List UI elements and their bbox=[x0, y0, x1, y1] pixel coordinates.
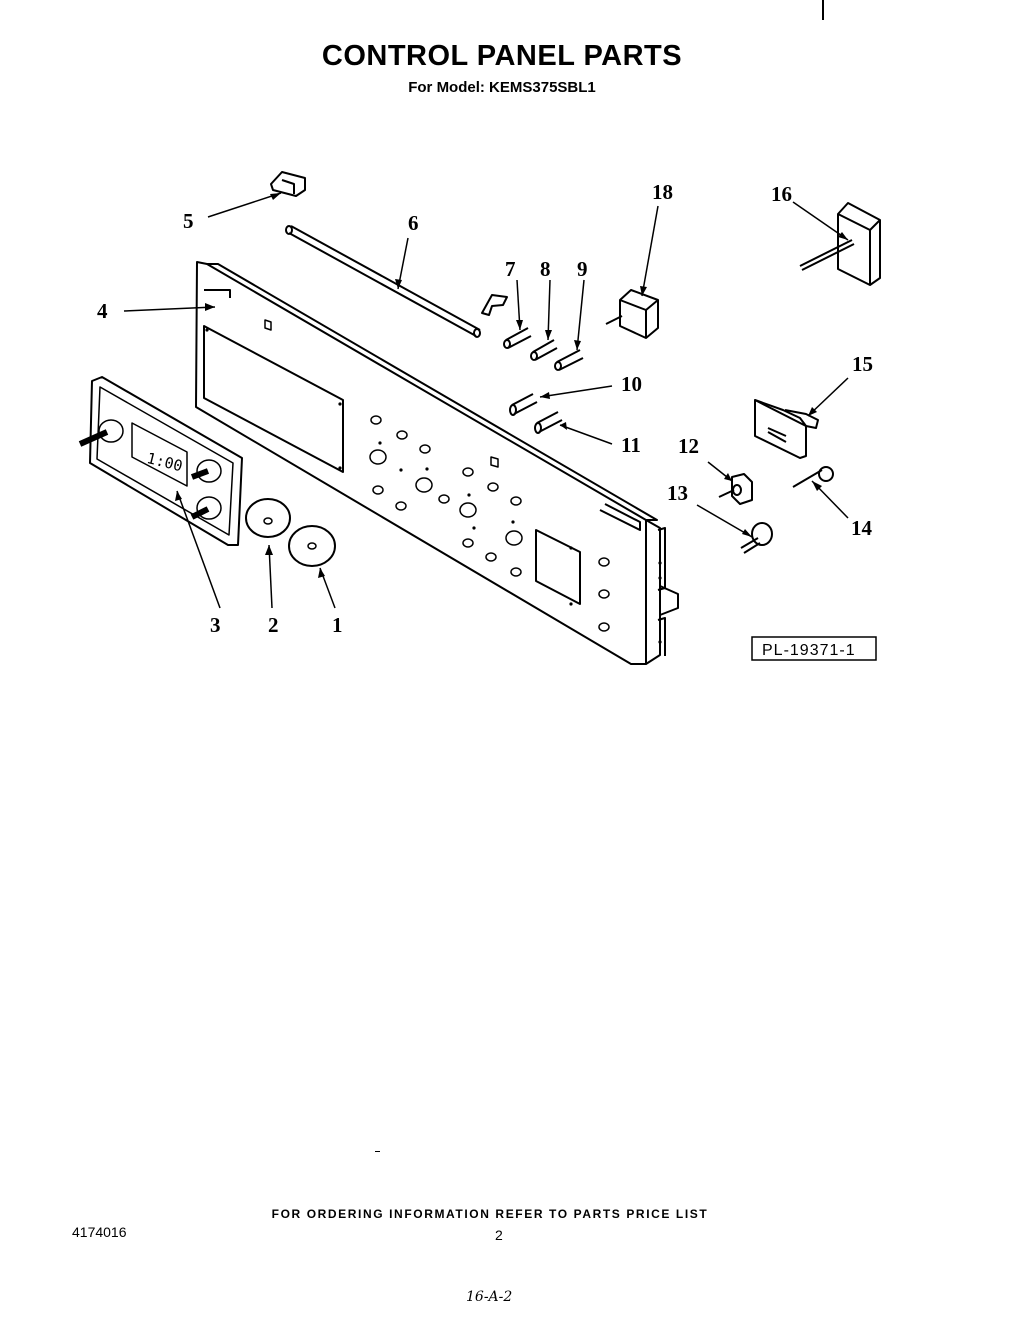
clock-overlay-part bbox=[78, 376, 243, 546]
knob-part-2 bbox=[245, 498, 291, 538]
page-number: 2 bbox=[495, 1227, 503, 1243]
callout-8: 8 bbox=[540, 257, 551, 281]
button-part-11 bbox=[534, 411, 563, 434]
button-part-10 bbox=[509, 393, 538, 416]
leader-arrowheads bbox=[175, 193, 848, 578]
callout-5: 5 bbox=[183, 209, 194, 233]
callout-10: 10 bbox=[621, 372, 642, 396]
stray-mark bbox=[375, 1151, 380, 1152]
crop-mark bbox=[822, 0, 824, 20]
callout-6: 6 bbox=[408, 211, 419, 235]
rod-part-6 bbox=[285, 225, 481, 338]
callout-3: 3 bbox=[210, 613, 221, 637]
lamp-part-13 bbox=[740, 522, 773, 554]
callout-7: 7 bbox=[505, 257, 516, 281]
plate-id-box: PL-19371-1 bbox=[751, 636, 877, 661]
callout-4: 4 bbox=[97, 299, 108, 323]
callout-12: 12 bbox=[678, 434, 699, 458]
callout-15: 15 bbox=[852, 352, 873, 376]
panel-holes bbox=[369, 415, 610, 632]
handwritten-note: 16-A-2 bbox=[466, 1289, 513, 1305]
callout-16: 16 bbox=[771, 182, 792, 206]
callout-numbers: 1 2 3 4 5 6 7 8 9 10 11 12 13 14 15 16 1… bbox=[97, 180, 873, 637]
control-panel-part bbox=[195, 261, 679, 665]
plate-id-label: PL-19371-1 bbox=[762, 642, 856, 659]
button-part-9 bbox=[554, 349, 584, 371]
bracket-part-7 bbox=[481, 294, 508, 316]
callout-2: 2 bbox=[268, 613, 279, 637]
button-part-8 bbox=[530, 339, 558, 361]
panel-dots bbox=[205, 328, 662, 644]
model-subtitle: For Model: KEMS375SBL1 bbox=[408, 79, 596, 96]
callout-13: 13 bbox=[667, 481, 688, 505]
callout-14: 14 bbox=[851, 516, 873, 540]
page-title: CONTROL PANEL PARTS bbox=[321, 40, 683, 72]
ordering-note: FOR ORDERING INFORMATION REFER TO PARTS … bbox=[271, 1207, 709, 1221]
switch-part-18 bbox=[605, 289, 659, 339]
document-number: 4174016 bbox=[72, 1224, 127, 1240]
knob-part-1 bbox=[288, 525, 336, 567]
button-part-7 bbox=[503, 327, 532, 349]
switch-part-16 bbox=[799, 202, 881, 286]
callout-9: 9 bbox=[577, 257, 588, 281]
callout-1: 1 bbox=[332, 613, 343, 637]
clip-part-5 bbox=[270, 171, 306, 197]
clock-display-readout: 1:00 bbox=[145, 449, 184, 475]
socket-part-12 bbox=[718, 473, 753, 505]
callout-11: 11 bbox=[621, 433, 641, 457]
callout-18: 18 bbox=[652, 180, 673, 204]
pin-part-14 bbox=[792, 466, 834, 488]
bracket-part-15 bbox=[754, 399, 819, 459]
